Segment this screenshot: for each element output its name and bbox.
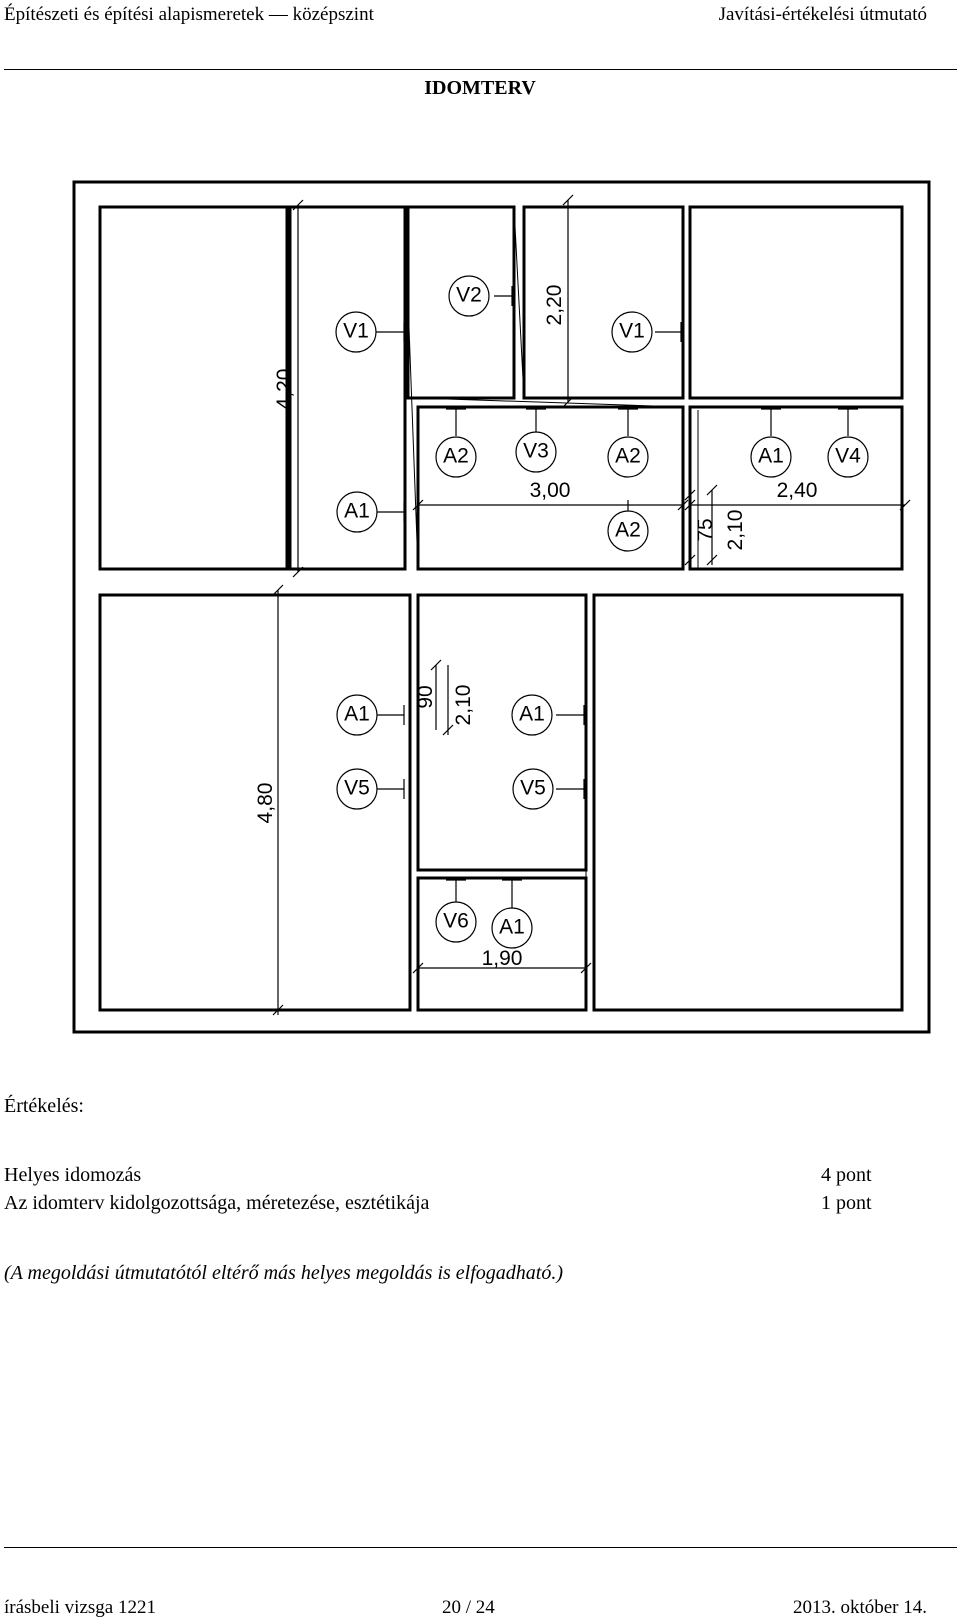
marker-label-v1-right: V1: [619, 320, 645, 343]
evaluation-item-score: 1 pont: [821, 1192, 872, 1214]
dim-text-190: 1,90: [482, 947, 523, 970]
dim-text-210a: 2,10: [724, 510, 747, 551]
marker-label-a1-right: A1: [758, 445, 784, 468]
marker-label-v6: V6: [443, 910, 469, 933]
footer-left: írásbeli vizsga 1221: [4, 1597, 156, 1618]
panel-v1-left: [288, 205, 407, 571]
dim-text-75: 75: [694, 518, 717, 541]
marker-v1-right: [611, 311, 653, 353]
evaluation-item-label: Helyes idomozás: [4, 1164, 142, 1186]
marker-label-a2-right: A2: [615, 445, 641, 468]
marker-label-v3: V3: [523, 440, 549, 463]
panel-a1-v5: [416, 593, 588, 872]
marker-label-a2-left: A2: [443, 445, 469, 468]
marker-a2-right: [607, 436, 649, 478]
marker-label-a2-lower: A2: [615, 519, 641, 542]
header-rule: [4, 69, 957, 70]
panel-a1-v4: [688, 405, 904, 571]
evaluation-item-label: Az idomterv kidolgozottsága, méretezése,…: [4, 1192, 430, 1214]
marker-label-a1-top: A1: [344, 500, 370, 523]
marker-a1-top: [336, 491, 378, 533]
panel-v1-right: [522, 205, 685, 400]
panel-edge-line: [404, 219, 419, 570]
marker-label-a1-mid-right: A1: [519, 703, 545, 726]
dim-text-210b: 2,10: [452, 685, 475, 726]
marker-v1-left: [335, 311, 377, 353]
plan-outer-boundary: [72, 180, 931, 1034]
marker-v6: [435, 901, 477, 943]
marker-v5-left: [336, 768, 378, 810]
marker-a2-left: [435, 436, 477, 478]
footer-page-number: 20 / 24: [442, 1597, 495, 1618]
formwork-plan: V1 V2 V1 A1 A2 V3 A2 A2 A1 V4 A1 A1 V5 V…: [72, 180, 931, 1034]
marker-label-v5-left: V5: [344, 777, 370, 800]
dim-text-220: 2,20: [543, 285, 566, 326]
evaluation-note: (A megoldási útmutatótól eltérő más hely…: [4, 1262, 564, 1284]
dim-text-90: 90: [414, 685, 437, 708]
marker-label-a1-mid-left: A1: [344, 703, 370, 726]
header-left: Építészeti és építési alapismeretek — kö…: [4, 4, 374, 25]
panel-edge-line: [513, 206, 525, 399]
marker-v2: [448, 275, 490, 317]
marker-a1-mid-right: [511, 694, 553, 736]
panel-bottom-right: [592, 593, 904, 1012]
marker-v3: [515, 431, 557, 473]
evaluation-item-score: 4 pont: [821, 1164, 872, 1186]
marker-a1-right: [750, 436, 792, 478]
panel-edge-line: [417, 397, 684, 408]
header-right: Javítási-értékelési útmutató: [718, 4, 927, 25]
marker-a2-lower: [607, 510, 649, 552]
marker-a1-mid-left: [336, 694, 378, 736]
panel-top-left: [98, 205, 289, 571]
page-title: IDOMTERV: [424, 77, 536, 99]
dim-text-300: 3,00: [530, 479, 571, 502]
dim-text-480: 4,80: [254, 783, 277, 824]
footer-right: 2013. október 14.: [792, 1597, 927, 1618]
marker-label-v5-right: V5: [520, 777, 546, 800]
evaluation-heading: Értékelés:: [4, 1095, 84, 1117]
marker-label-v4: V4: [835, 445, 861, 468]
marker-label-v2: V2: [456, 284, 482, 307]
panel-top-right: [688, 205, 904, 400]
marker-v5-right: [512, 768, 554, 810]
marker-a1-bottom: [491, 907, 533, 949]
dim-text-240: 2,40: [777, 479, 818, 502]
footer-rule: [4, 1547, 957, 1548]
marker-label-a1-bottom: A1: [499, 916, 525, 939]
marker-v4: [827, 436, 869, 478]
marker-label-v1-left: V1: [343, 320, 369, 343]
dim-text-420: 4,20: [273, 369, 296, 410]
